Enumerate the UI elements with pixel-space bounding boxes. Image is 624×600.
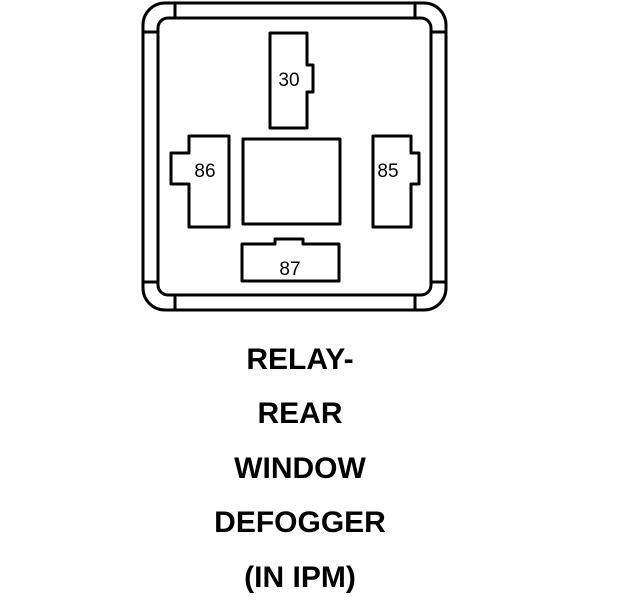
terminal-85-label: 85 bbox=[377, 161, 398, 182]
caption-line-2: REAR bbox=[257, 397, 343, 430]
relay-connector-diagram: 30 86 85 87 bbox=[141, 1, 448, 312]
terminal-30-label: 30 bbox=[278, 70, 299, 91]
terminal-85-outline bbox=[371, 134, 421, 229]
terminal-87-outline bbox=[240, 237, 341, 283]
terminal-87-label: 87 bbox=[279, 259, 300, 280]
terminal-86-label: 86 bbox=[194, 161, 215, 182]
terminal-30-outline bbox=[268, 31, 315, 130]
caption-line-4: DEFOGGER bbox=[214, 506, 386, 539]
caption-line-1: RELAY- bbox=[246, 343, 354, 376]
terminal-86-outline bbox=[169, 134, 231, 229]
relay-housing-outer bbox=[141, 1, 448, 312]
caption-line-5: (IN IPM) bbox=[244, 561, 356, 594]
relay-center-block bbox=[241, 137, 342, 226]
caption-line-3: WINDOW bbox=[234, 452, 366, 485]
relay-housing-inner bbox=[156, 16, 433, 297]
